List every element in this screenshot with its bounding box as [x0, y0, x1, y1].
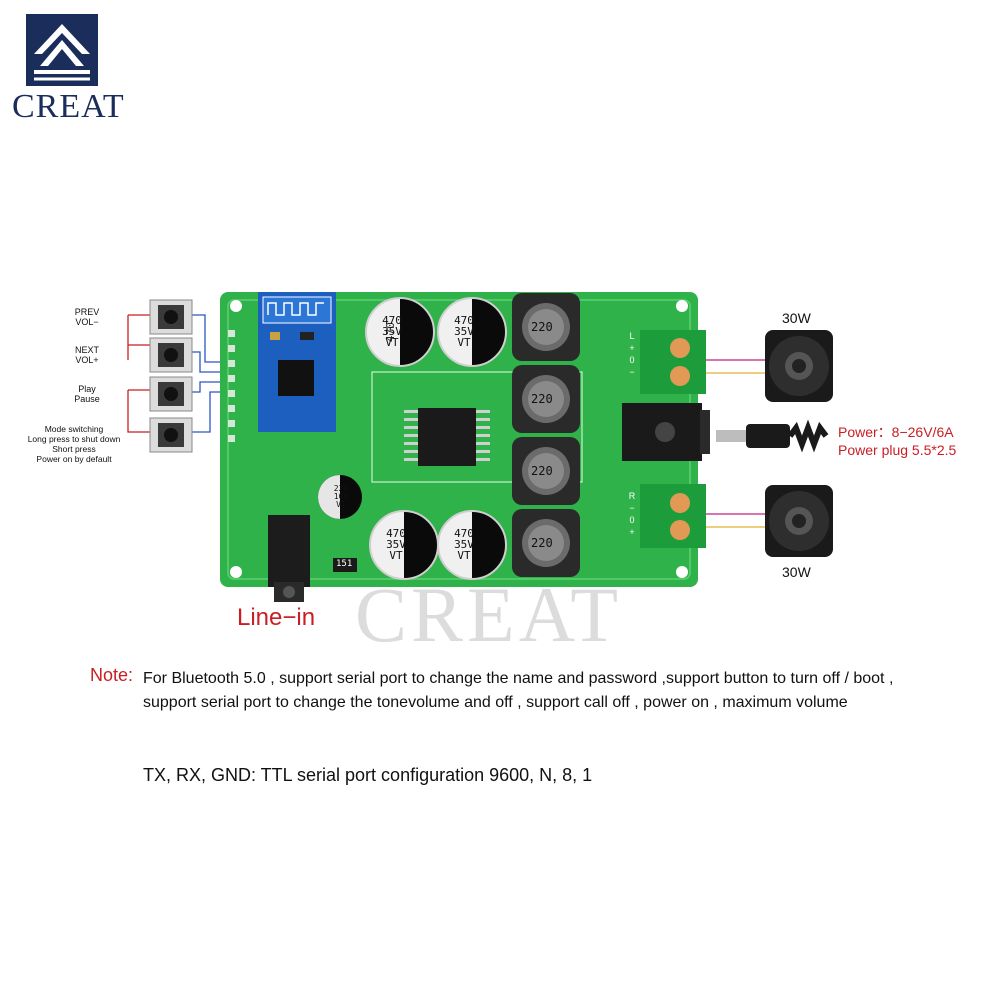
power-spec: Power：8−26V/6A [838, 424, 954, 440]
line-in-jack [268, 515, 310, 602]
speaker-top [765, 330, 833, 402]
inductor-4 [512, 509, 580, 577]
power-plug [716, 419, 829, 453]
inductor-2 [512, 365, 580, 433]
inductor-3-label: 220 [531, 464, 553, 478]
inductor-1-label: 220 [531, 320, 553, 334]
resistor-label: 151 [336, 559, 353, 569]
line-in-label: Line−in [237, 604, 316, 631]
inductor-3 [512, 437, 580, 505]
terminal-bottom [640, 484, 706, 548]
serial-config-text: TX, RX, GND: TTL serial port configurati… [143, 765, 593, 785]
button-next-vol-up [149, 337, 193, 373]
power-plug-spec: Power plug 5.5*2.5 [838, 442, 957, 458]
speaker-wires [706, 359, 768, 528]
resistor [333, 558, 357, 572]
speaker-bottom-watt: 30W [782, 564, 811, 580]
inductor-2-label: 220 [531, 392, 553, 406]
bluetooth-module [258, 292, 336, 432]
note-text: For Bluetooth 5.0 , support serial port … [143, 670, 894, 711]
button-play-pause [149, 376, 193, 412]
capacitor-top-right [437, 297, 507, 367]
capacitor-bottom-left [369, 510, 439, 580]
inductors [512, 293, 580, 577]
inductor-4-label: 220 [531, 536, 553, 550]
cap-tl-l1: 470 [384, 322, 397, 342]
capacitor-small [318, 475, 362, 519]
terminal-bottom-marks: R−0+ [628, 491, 636, 537]
brand-logo [26, 14, 98, 86]
tact-buttons [149, 299, 193, 453]
button-wires [127, 314, 232, 433]
logo-text: CREAT [12, 88, 125, 125]
board-illustration: 470 [127, 292, 833, 602]
terminal-top [640, 330, 706, 394]
capacitor-top-left [365, 297, 435, 367]
board-text: 470 [384, 322, 397, 342]
note-label: Note: [90, 665, 134, 685]
dc-power-jack [622, 403, 710, 461]
capacitor-bottom-right [437, 510, 507, 580]
logo-icon [26, 14, 98, 86]
speaker-top-watt: 30W [782, 310, 811, 326]
speaker-bottom [765, 485, 833, 557]
amplifier-ic [404, 408, 490, 466]
button-mode [149, 417, 193, 453]
terminal-top-marks: L+0− [629, 331, 635, 377]
button-prev-vol-down [149, 299, 193, 335]
inductor-1 [512, 293, 580, 361]
